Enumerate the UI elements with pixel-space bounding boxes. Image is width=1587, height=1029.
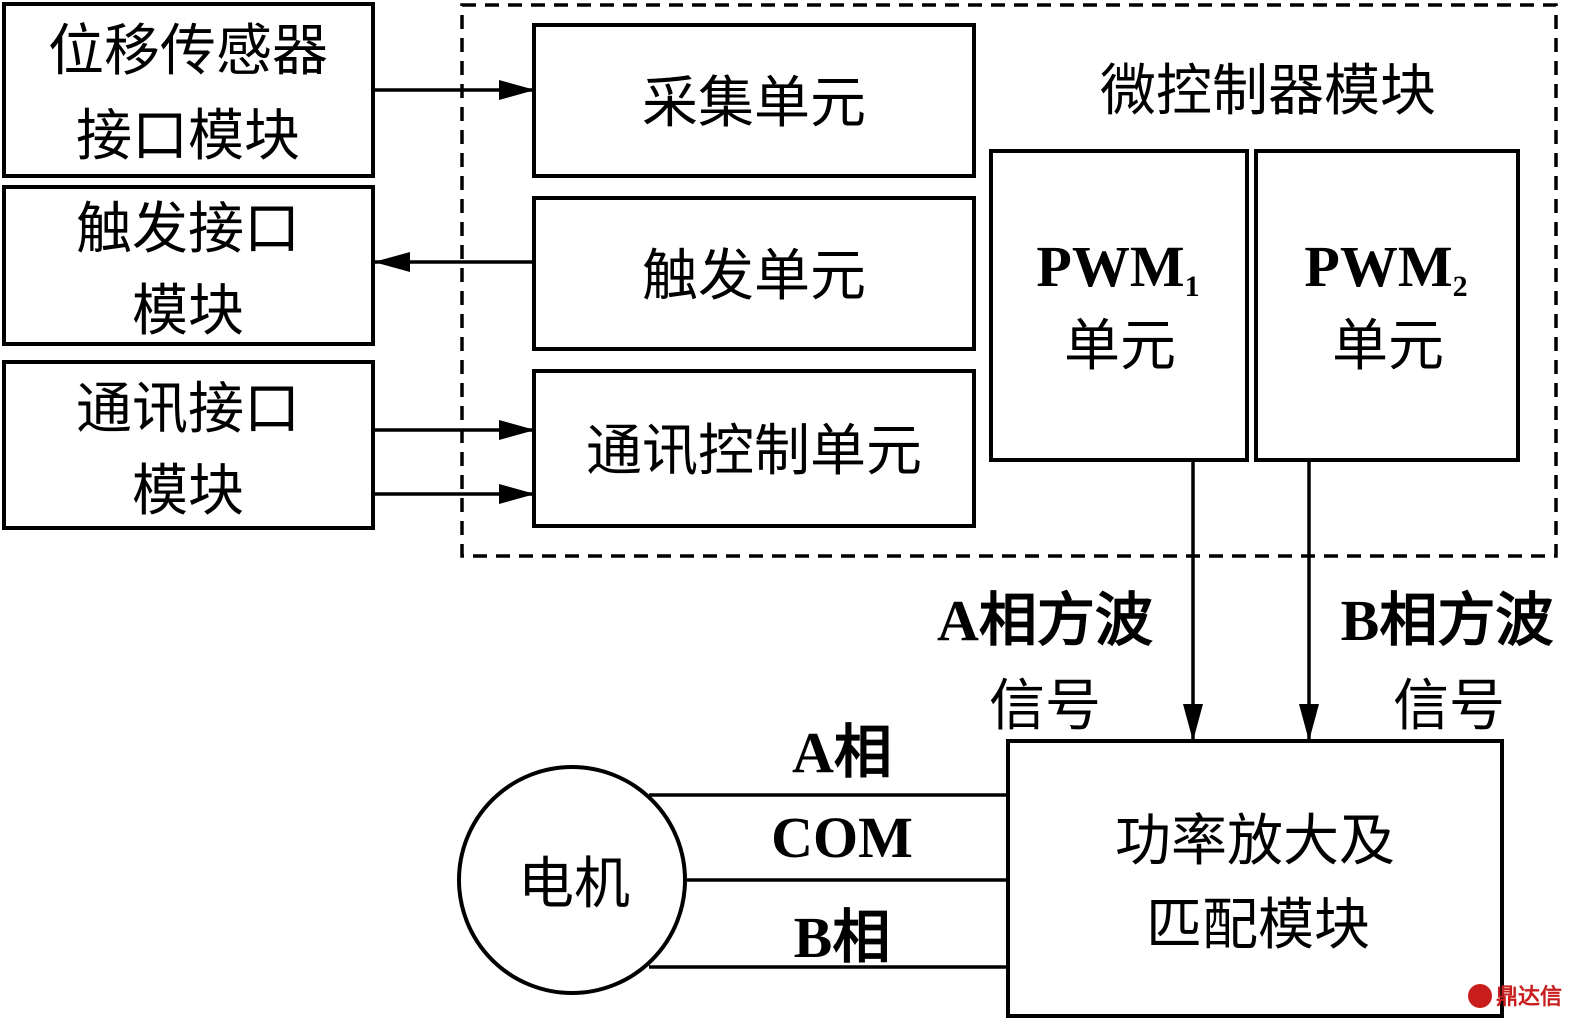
- mcu-module-boundary: [460, 3, 1558, 558]
- pwm2-unit-label: 单元: [1332, 314, 1444, 379]
- watermark-icon: [1468, 984, 1492, 1008]
- trigger-unit: 触发单元: [532, 196, 976, 351]
- comm-interface-module: 通讯接口 模块: [2, 360, 375, 530]
- sensor-interface-module: 位移传感器 接口模块: [2, 2, 375, 178]
- acquisition-unit-label: 采集单元: [642, 71, 866, 136]
- trigger-interface-line1: 触发接口: [76, 197, 300, 262]
- pwm2-label: PWM2: [1304, 234, 1467, 303]
- trigger-unit-label: 触发单元: [642, 244, 866, 309]
- b-phase-signal-line2: 信号: [1393, 674, 1505, 739]
- pwm1-unit-label: 单元: [1064, 314, 1176, 379]
- amplifier-line2: 匹配模块: [1146, 893, 1370, 958]
- acquisition-unit: 采集单元: [532, 23, 976, 178]
- pwm2-arrowhead: [1299, 704, 1319, 741]
- sensor-interface-line1: 位移传感器: [48, 19, 328, 84]
- comm-control-unit: 通讯控制单元: [532, 369, 976, 528]
- motor-label: 电机: [518, 852, 630, 917]
- phase-b-label: B相: [794, 905, 891, 970]
- trigger-interface-module: 触发接口 模块: [2, 185, 375, 346]
- pwm1-arrowhead: [1183, 704, 1203, 741]
- watermark-logo: 鼎达信: [1468, 984, 1562, 1010]
- b-phase-signal-line1: B相方波: [1341, 588, 1554, 653]
- com-label: COM: [771, 805, 913, 870]
- motor: 电机: [457, 765, 687, 995]
- amplifier-line1: 功率放大及: [1115, 809, 1395, 874]
- comm-interface-line1: 通讯接口: [76, 377, 300, 442]
- pwm1-label: PWM1: [1036, 234, 1199, 303]
- a-phase-signal-line2: 信号: [989, 674, 1101, 739]
- pwm1-unit: PWM1 单元: [989, 149, 1249, 462]
- phase-a-label: A相: [792, 720, 892, 785]
- mcu-module-title: 微控制器模块: [1100, 59, 1436, 124]
- sensor-interface-line2: 接口模块: [76, 104, 300, 169]
- comm-interface-line2: 模块: [132, 459, 244, 524]
- comm-control-unit-label: 通讯控制单元: [586, 419, 922, 484]
- power-amplifier-module: 功率放大及 匹配模块: [1006, 739, 1504, 1018]
- trigger-interface-line2: 模块: [132, 279, 244, 344]
- pwm2-unit: PWM2 单元: [1254, 149, 1520, 462]
- watermark-text: 鼎达信: [1496, 984, 1562, 1010]
- a-phase-signal-line1: A相方波: [937, 588, 1153, 653]
